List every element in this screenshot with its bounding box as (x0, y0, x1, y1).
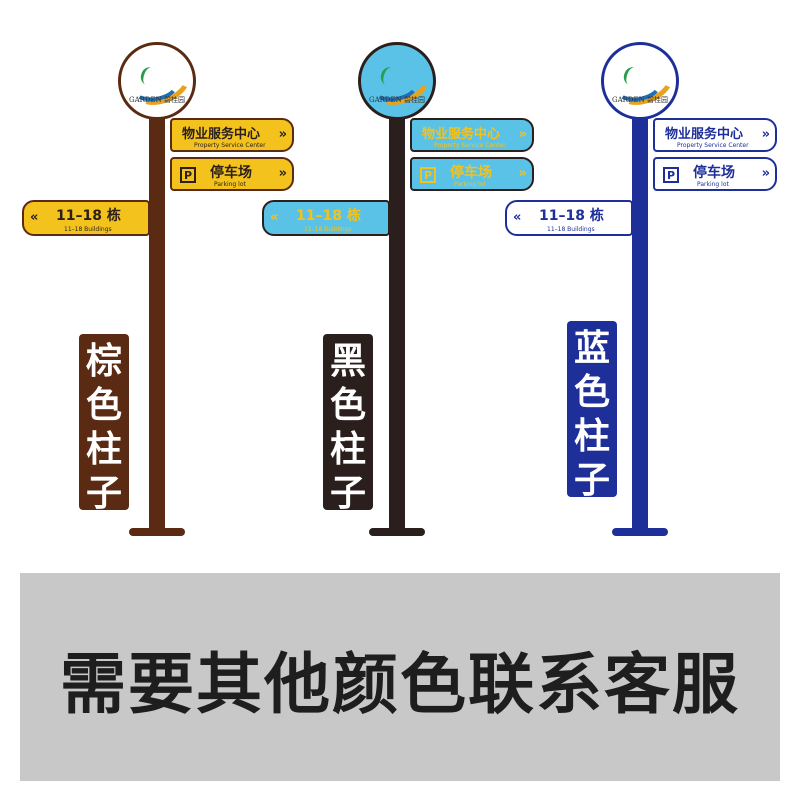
color-label-brown: 棕 色 柱 子 (79, 334, 129, 514)
chevron-right-icon: » (761, 165, 770, 181)
sign-parking: P 停车场 Parking lot » (170, 157, 294, 191)
sign-sub-text: 11–18 Buildings (64, 226, 112, 233)
chevron-right-icon: » (518, 165, 527, 181)
sign-parking: P 停车场 Parking lot » (410, 157, 534, 191)
sign-main-text: 停车场 (693, 165, 735, 181)
logo-globe: GARDEN 碧桂园 (601, 42, 679, 120)
sign-sub-text: Property Service Center (677, 142, 749, 149)
sign-property-service: 物业服务中心 Property Service Center » (653, 118, 777, 152)
sign-sub-text: 11–18 Buildings (304, 226, 352, 233)
sign-main-text: 11–18 栋 (539, 208, 604, 224)
parking-icon: P (420, 167, 436, 183)
sign-sub-text: Property Service Center (434, 142, 506, 149)
sign-sub-text: Parking lot (454, 181, 486, 188)
logo-text-cn: 碧桂园 (647, 96, 668, 104)
sign-main-text: 停车场 (450, 165, 492, 181)
sign-property-service: 物业服务中心 Property Service Center » (410, 118, 534, 152)
chevron-left-icon: « (270, 209, 279, 225)
sign-buildings: « 11–18 栋 11–18 Buildings (505, 200, 633, 236)
parking-icon: P (663, 167, 679, 183)
sign-property-service: 物业服务中心 Property Service Center » (170, 118, 294, 152)
pole (632, 110, 648, 532)
chevron-right-icon: » (761, 126, 770, 142)
sign-buildings: « 11–18 栋 11–18 Buildings (262, 200, 390, 236)
sign-parking: P 停车场 Parking lot » (653, 157, 777, 191)
color-label-black: 黑 色 柱 子 (323, 334, 373, 514)
sign-sub-text: 11–18 Buildings (547, 226, 595, 233)
logo-text-en: GARDEN (612, 96, 645, 104)
logo-text-en: GARDEN (369, 96, 402, 104)
banner-text: 需要其他颜色联系客服 (60, 646, 740, 723)
chevron-right-icon: » (278, 165, 287, 181)
signpost-brown: GARDEN 碧桂园 物业服务中心 Property Service Cente… (22, 42, 294, 536)
chevron-left-icon: « (30, 209, 39, 225)
logo-text-cn: 碧桂园 (164, 96, 185, 104)
sign-main-text: 11–18 栋 (296, 208, 361, 224)
pole-base (129, 528, 185, 536)
signpost-blue: GARDEN 碧桂园 物业服务中心 Property Service Cente… (505, 42, 777, 536)
logo-globe: GARDEN 碧桂园 (118, 42, 196, 120)
chevron-left-icon: « (513, 209, 522, 225)
signpost-black: GARDEN 碧桂园 物业服务中心 Property Service Cente… (262, 42, 534, 536)
sign-main-text: 11–18 栋 (56, 208, 121, 224)
logo-text-cn: 碧桂园 (404, 96, 425, 104)
sign-main-text: 物业服务中心 (182, 127, 261, 142)
pole (389, 110, 405, 532)
color-label-blue: 蓝 色 柱 子 (567, 321, 617, 501)
chevron-right-icon: » (518, 126, 527, 142)
sign-buildings: « 11–18 栋 11–18 Buildings (22, 200, 150, 236)
sign-sub-text: Parking lot (214, 181, 246, 188)
contact-banner: 需要其他颜色联系客服 (20, 573, 780, 781)
sign-sub-text: Property Service Center (194, 142, 266, 149)
pole-base (612, 528, 668, 536)
parking-icon: P (180, 167, 196, 183)
chevron-right-icon: » (278, 126, 287, 142)
sign-sub-text: Parking lot (697, 181, 729, 188)
logo-text-en: GARDEN (129, 96, 162, 104)
sign-main-text: 物业服务中心 (665, 127, 744, 142)
pole-base (369, 528, 425, 536)
pole (149, 110, 165, 532)
logo-globe: GARDEN 碧桂园 (358, 42, 436, 120)
sign-main-text: 物业服务中心 (422, 127, 501, 142)
sign-main-text: 停车场 (210, 165, 252, 181)
